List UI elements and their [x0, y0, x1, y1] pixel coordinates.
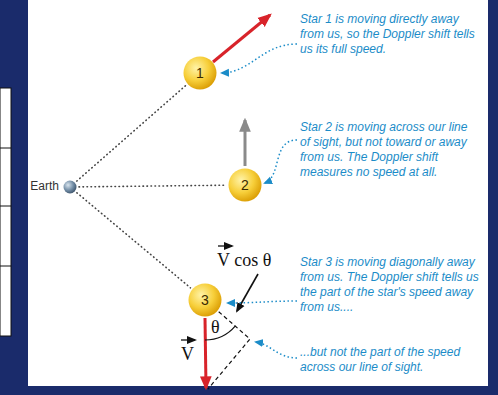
globe-disc [64, 181, 77, 194]
star-disc [229, 169, 262, 202]
leader-line [228, 301, 297, 303]
star-number: 1 [196, 65, 204, 81]
star-circle: 3 [188, 283, 222, 317]
star-circle: 2 [228, 168, 262, 202]
globe-shape [63, 180, 77, 194]
callout-note: Star 3 is moving diagonally away from us… [300, 255, 480, 315]
line-of-sight [79, 185, 226, 187]
vector-label: V [181, 344, 194, 364]
star-circle: 1 [183, 56, 217, 90]
star-disc [189, 284, 222, 317]
vector-arrow [181, 339, 195, 340]
planet-label: Earth [30, 179, 59, 193]
table-rule [0, 206, 11, 207]
velocity-arrow [205, 318, 206, 388]
callout-note: ...but not the part of the speed across … [300, 345, 480, 375]
leader-line [256, 342, 297, 358]
table-rule [0, 266, 11, 267]
pointer-arrow [237, 274, 258, 311]
component-label: V cos θ [217, 250, 271, 270]
star-disc [184, 57, 217, 90]
leader-line [265, 140, 297, 183]
table-fragment [0, 88, 11, 336]
line-of-sight [77, 193, 191, 288]
callout-note: Star 2 is moving across our line of sigh… [300, 120, 480, 180]
angle-arc [205, 326, 235, 340]
angle-label: θ [211, 317, 220, 337]
star-number: 2 [241, 177, 249, 193]
leader-lines [222, 44, 297, 358]
vector-arrow [218, 245, 232, 246]
table-cells [0, 88, 11, 336]
velocity-arrow [244, 120, 247, 166]
component-lines [208, 312, 250, 389]
table-rule [0, 148, 11, 149]
line-of-sight [77, 86, 186, 182]
star-number: 3 [201, 292, 209, 308]
callout-note: Star 1 is moving directly away from us, … [300, 12, 480, 57]
earth-globe: Earth [63, 180, 77, 194]
slide-panel [28, 0, 488, 386]
leader-line [222, 44, 297, 73]
velocity-arrow [213, 15, 270, 62]
